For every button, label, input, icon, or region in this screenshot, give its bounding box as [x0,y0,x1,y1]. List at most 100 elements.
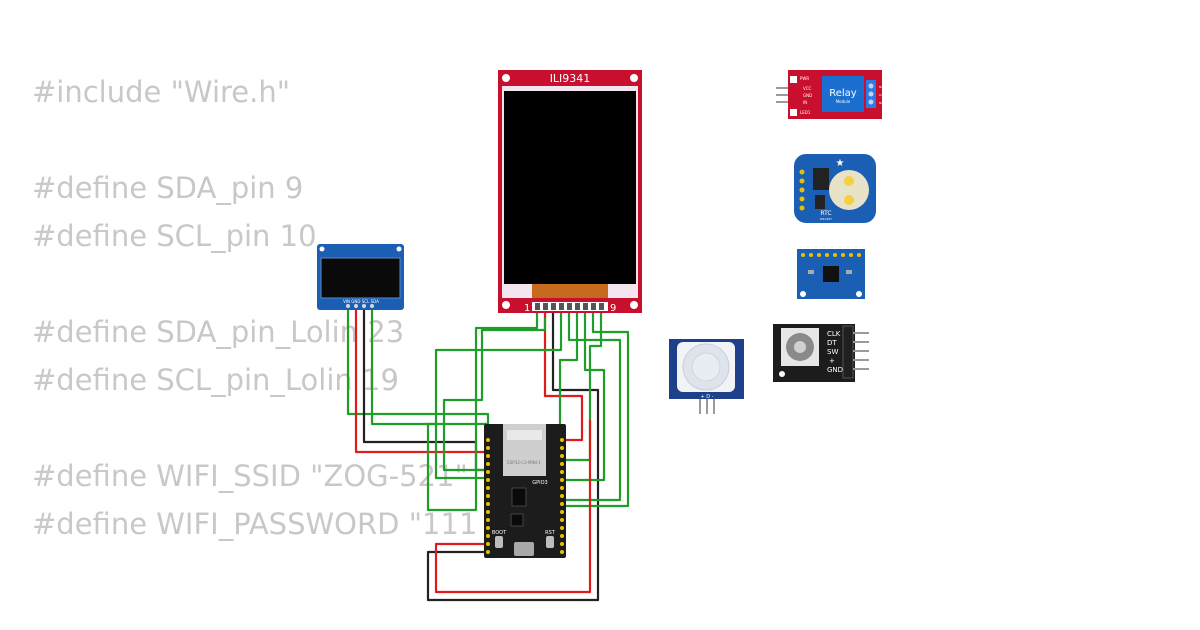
tft-flex [532,284,608,298]
code-line: #define SDA_pin_Lolin 23 [32,315,405,349]
code-overlay: #include "Wire.h" #define SDA_pin 9 #defin… [32,68,477,548]
rtc-battery-contact [844,195,854,205]
oled-mount-hole [396,246,402,252]
oled-pin [362,304,366,308]
tft-pin-last: 9 [610,303,616,314]
oled-pin-labels: VIN GND SCL SDA [343,299,379,304]
relay-pin-in: IN [803,100,807,105]
relay-module[interactable]: PWR LED1 VCC GND IN Relay Module NC COM … [776,70,886,119]
esp32-antenna [507,430,542,440]
esp32-pins-right [560,438,564,554]
encoder-header [842,325,854,379]
relay-bottom-label: LED1 [800,110,811,115]
tft-mount-hole [630,301,638,309]
tft-mount-hole [502,301,510,309]
wire-tft-3 [426,310,600,602]
imu-pins [801,253,861,257]
encoder-pin-leads [853,332,869,370]
rst-button[interactable] [546,536,554,548]
tft-pins [535,303,604,310]
esp32-regulator [511,487,527,507]
relay-cube [822,76,864,112]
tft-display[interactable]: ILI9341 1 9 [498,70,642,314]
tft-label: ILI9341 [550,72,591,85]
oled-pin [354,304,358,308]
oled-mount-hole [319,246,325,252]
rtc-pins [799,169,805,211]
boot-button[interactable] [495,536,503,548]
usb-port[interactable] [514,542,534,556]
pir-sensor[interactable]: + D - [669,339,744,414]
wire-tft-bl [442,318,547,472]
tft-screen [504,91,636,284]
wire-tft-4 [434,310,563,480]
esp32-chip-label: GPIO3 [532,480,547,486]
relay-pin-vcc: VCC [803,86,812,91]
encoder-pin-sw: SW [827,348,838,356]
relay-screw [868,83,874,89]
esp32-board[interactable]: ESP32-C3-MINI-1 GPIO3 BOOT RST [484,424,566,558]
code-line: #define SCL_pin_Lolin 19 [32,363,399,397]
esp32-pins-left [486,438,490,554]
oled-pin [370,304,374,308]
imu-module[interactable] [797,249,865,299]
code-line: #include "Wire.h" [32,75,291,109]
rtc-sublabel: DS1307 [820,217,832,221]
rotary-encoder[interactable]: CLK DT SW + GND [773,324,869,382]
wire-oled-gnd [362,305,488,472]
boot-label: BOOT [492,530,507,536]
wire-tft-9 [562,310,603,462]
imu-mount-hole [856,291,862,297]
rtc-chip [813,168,829,190]
relay-sublabel: Module [836,99,851,104]
esp32-module-label: ESP32-C3-MINI-1 [507,460,541,465]
relay-pin-gnd: GND [803,93,812,98]
wire-oled-vcc [354,305,488,454]
relay-top-label: PWR [800,76,809,81]
relay-terminal-nc: NC [879,85,883,89]
relay-terminal-com: COM [879,93,886,97]
pir-pin-labels: + D - [700,394,713,400]
rtc-crystal [815,195,825,209]
oled-display[interactable]: VIN GND SCL SDA [317,244,404,310]
rtc-battery-contact [844,176,854,186]
wire-power-loop [434,420,592,594]
relay-led [790,109,797,116]
code-line: #define WIFI_PASSWORD "111 [32,507,478,541]
imu-chip [823,266,839,282]
relay-terminal-no: NO [879,101,884,105]
encoder-pin-dt: DT [827,339,837,347]
wire-tft-8 [562,310,630,508]
wire-tft-2 [543,310,584,442]
code-line: #define SDA_pin 9 [32,171,304,205]
tft-pin-first: 1 [524,303,530,314]
rst-label: RST [545,530,556,536]
code-line: #define SCL_pin 10 [32,219,317,253]
rtc-module[interactable]: ★ RTC DS1307 [794,154,876,223]
relay-label: Relay [829,88,857,99]
relay-led [790,76,797,83]
encoder-mount-hole [779,371,785,377]
tft-mount-hole [502,74,510,82]
oled-screen [320,257,401,299]
rtc-battery-holder [829,170,869,210]
wire-tft-1 [426,310,539,512]
encoder-pin-gnd: GND [827,366,843,374]
encoder-pin-clk: CLK [827,330,841,338]
oled-pin [346,304,350,308]
tft-mount-hole [630,74,638,82]
wires [346,305,630,602]
encoder-shaft [794,341,806,353]
imu-mount-hole [800,291,806,297]
relay-screw [868,91,874,97]
imu-component [808,270,814,274]
relay-screw [868,99,874,105]
wire-oled-sda [370,305,490,458]
pir-dome-lens [691,352,721,382]
encoder-pin-plus: + [829,357,835,365]
esp32-chip [510,513,524,527]
wire-tft-5 [562,310,622,502]
star-icon: ★ [836,158,845,169]
imu-component [846,270,852,274]
